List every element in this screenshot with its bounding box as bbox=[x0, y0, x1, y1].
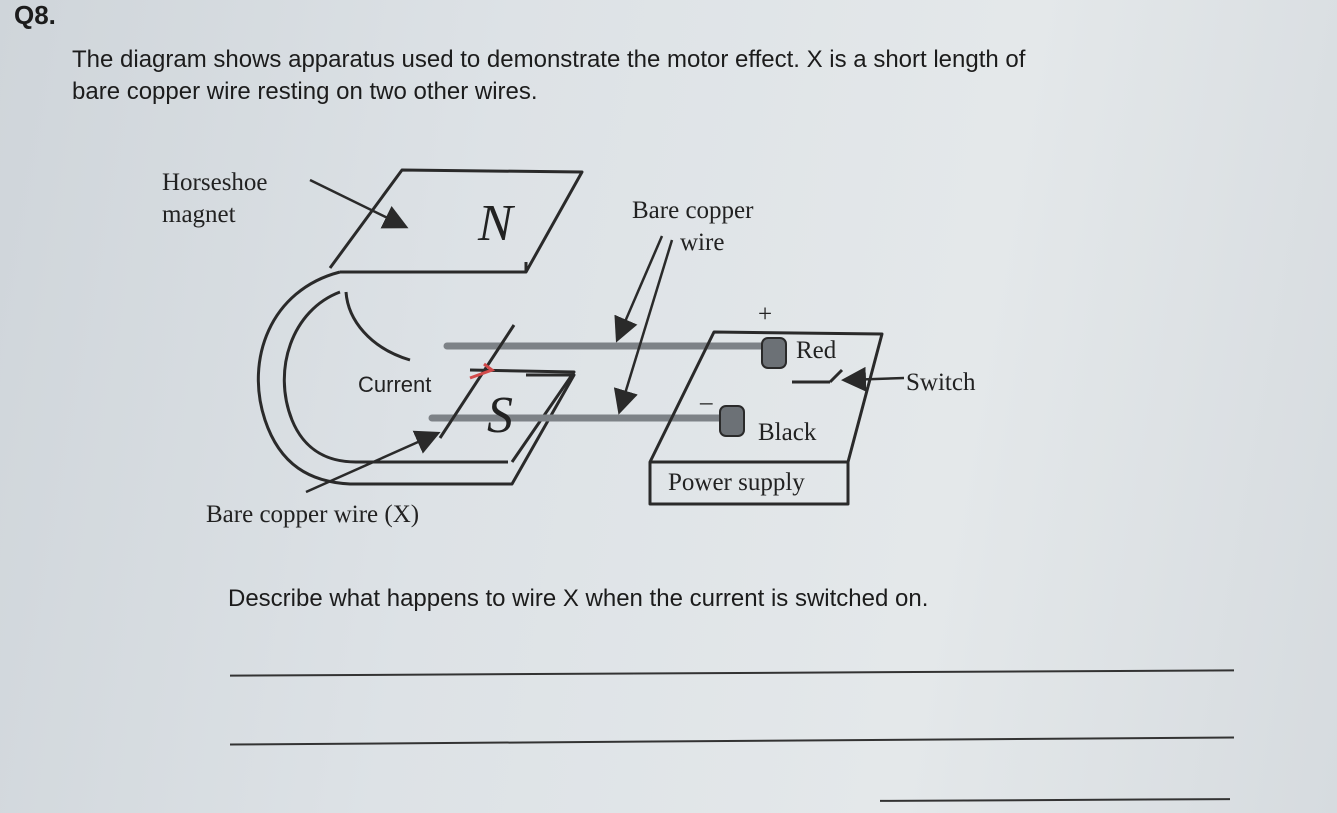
power-supply-box bbox=[648, 330, 884, 506]
label-power-supply: Power supply bbox=[668, 469, 805, 496]
leader-horseshoe bbox=[309, 178, 409, 229]
switch-symbol bbox=[792, 368, 844, 384]
magnet-top-arm bbox=[328, 168, 584, 274]
label-bare-copper: Bare copper bbox=[632, 197, 754, 224]
question-number: Q8. bbox=[14, 0, 56, 30]
leader-bare-copper-lower bbox=[613, 239, 674, 415]
label-bare-copper-wire-x: Bare copper wire (X) bbox=[206, 501, 419, 528]
current-arrow bbox=[469, 362, 496, 380]
south-pole-label: S bbox=[487, 387, 513, 444]
magnet-inner-curve bbox=[282, 290, 508, 464]
leader-lines bbox=[305, 178, 905, 494]
rails bbox=[428, 342, 774, 422]
question-prompt: Describe what happens to wire X when the… bbox=[228, 585, 929, 612]
label-red: Red bbox=[796, 337, 837, 364]
leader-switch bbox=[841, 366, 905, 392]
label-plus: + bbox=[758, 301, 772, 328]
label-magnet: magnet bbox=[162, 201, 236, 228]
magnet-bottom-arm bbox=[469, 368, 576, 463]
wire-x bbox=[438, 324, 516, 439]
question-intro: The diagram shows apparatus used to demo… bbox=[72, 44, 1312, 108]
north-pole-label: N bbox=[477, 195, 516, 252]
label-current: Current bbox=[358, 372, 431, 397]
intro-line-1: The diagram shows apparatus used to demo… bbox=[72, 46, 1026, 73]
black-terminal bbox=[719, 405, 745, 437]
label-minus: – bbox=[699, 389, 713, 416]
label-horseshoe: Horseshoe bbox=[162, 169, 268, 196]
magnet-outer-curve bbox=[256, 270, 576, 486]
leader-wire-x bbox=[305, 430, 441, 494]
horseshoe-magnet bbox=[256, 168, 584, 486]
terminals bbox=[719, 337, 787, 437]
label-wire: wire bbox=[680, 229, 724, 256]
label-black: Black bbox=[758, 419, 817, 446]
label-switch: Switch bbox=[906, 369, 976, 396]
magnet-inner-arc bbox=[344, 291, 411, 362]
leader-bare-copper-upper bbox=[614, 235, 664, 343]
intro-line-2: bare copper wire resting on two other wi… bbox=[72, 78, 538, 105]
red-terminal bbox=[761, 337, 787, 369]
